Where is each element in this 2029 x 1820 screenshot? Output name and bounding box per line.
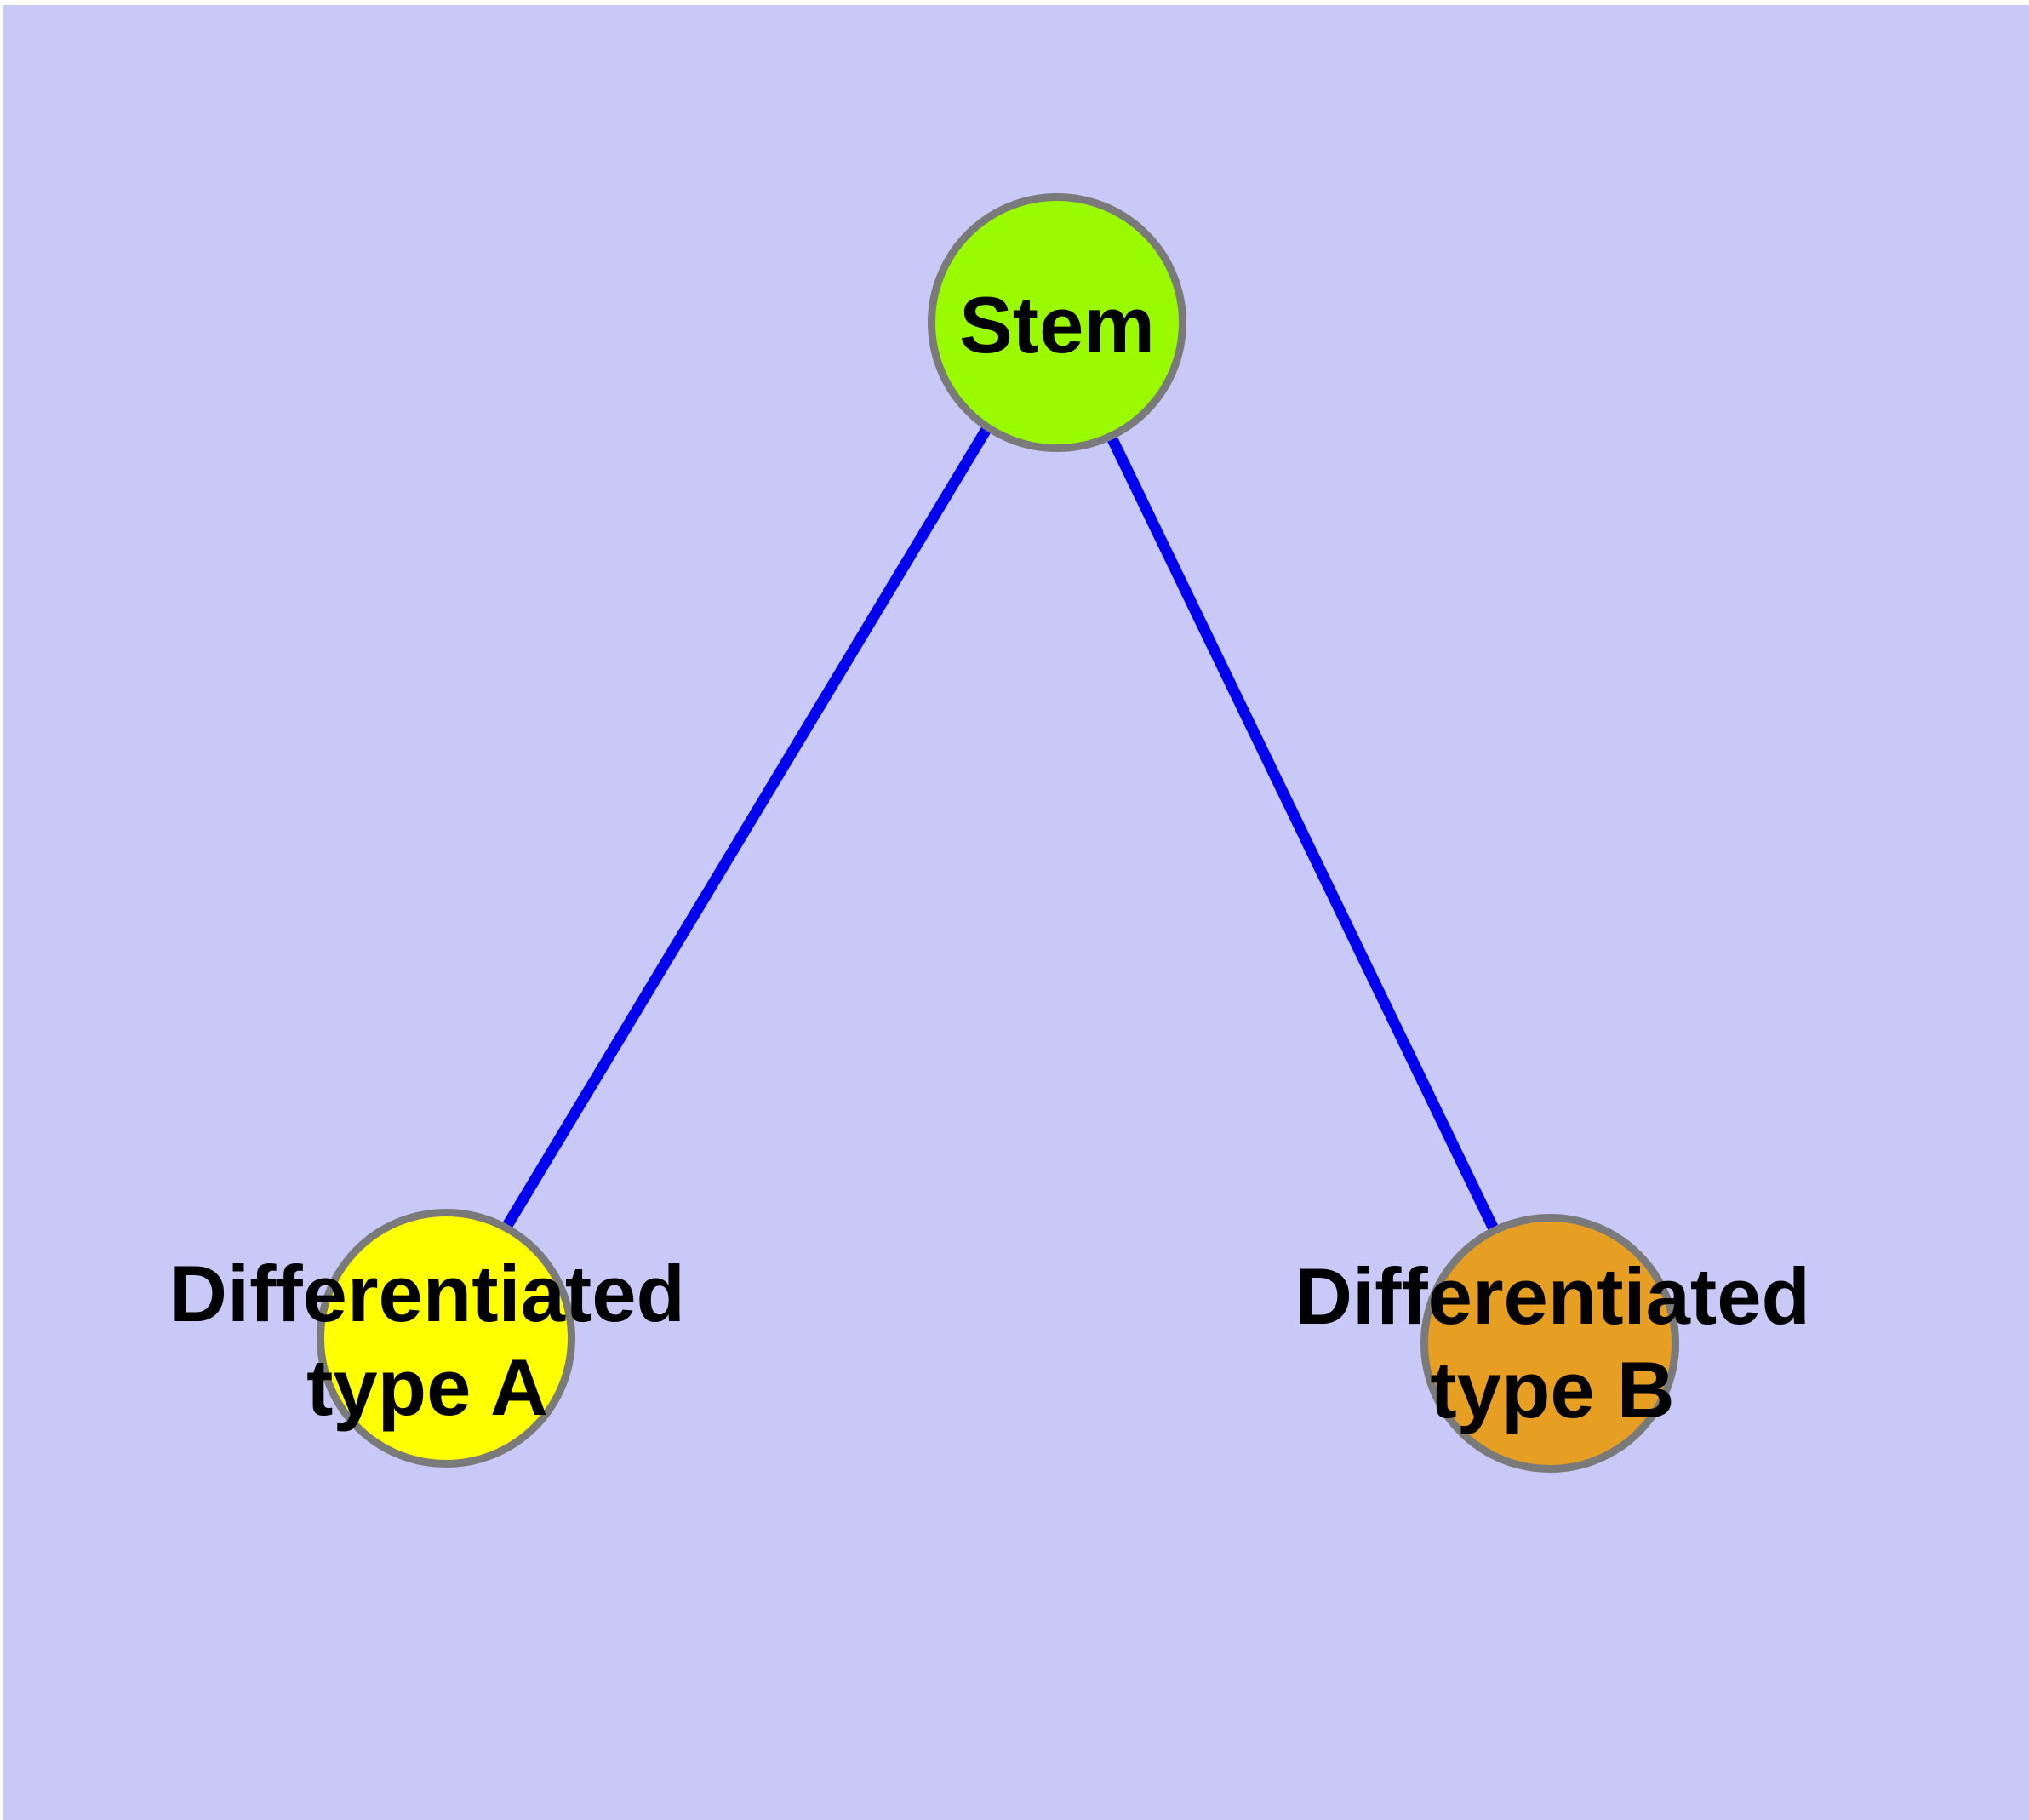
node-differentiated-type-b <box>1420 1214 1679 1473</box>
node-label-differentiated-type-a: Differentiated type A <box>169 1249 685 1432</box>
edge-stem-to-differentiated-type-a <box>437 314 1059 1336</box>
diagram-canvas: Stem Differentiated type A Differentiate… <box>3 5 2029 1820</box>
node-label-stem: Stem <box>959 280 1155 369</box>
edge-stem-to-differentiated-type-b <box>1049 315 1552 1341</box>
node-stem <box>928 193 1186 452</box>
edge-layer <box>437 314 1552 1341</box>
node-differentiated-type-a <box>317 1209 575 1468</box>
node-label-differentiated-type-b: Differentiated type B <box>1295 1251 1810 1434</box>
